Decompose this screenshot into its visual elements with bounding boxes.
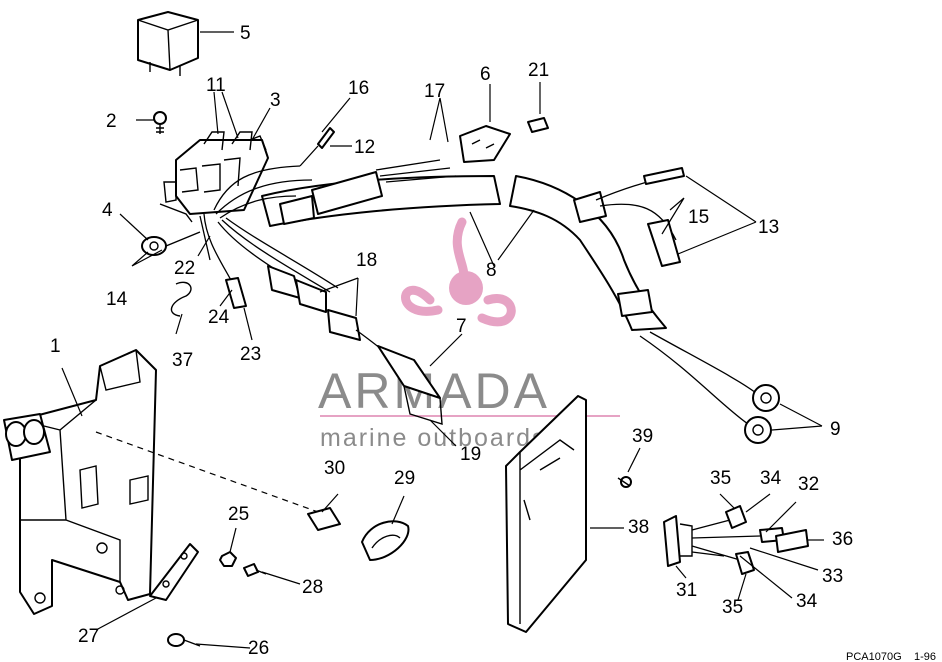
callout-21: 21 [528,60,549,81]
callout-12: 12 [354,137,375,158]
callout-28: 28 [302,577,323,598]
callout-2: 2 [106,111,117,132]
callout-23: 23 [240,344,261,365]
callout-35-bottom: 35 [722,597,743,618]
callout-22: 22 [174,258,195,279]
callout-30: 30 [324,458,345,479]
bracket-plate-part [149,543,199,601]
screw-39-part [617,476,632,488]
callout-7: 7 [456,316,467,337]
callout-27: 27 [78,626,99,647]
callout-18: 18 [356,250,377,271]
nut-part [219,551,237,567]
callout-15: 15 [688,207,709,228]
callout-26: 26 [248,638,269,659]
leader-lines [61,31,824,649]
callout-24: 24 [208,307,230,328]
callout-17: 17 [424,81,445,102]
callout-16: 16 [348,78,369,99]
callout-31: 31 [676,580,697,601]
callout-19: 19 [460,444,481,465]
connector-block-part [459,125,511,163]
callout-35-top: 35 [710,468,731,489]
callout-34-top: 34 [760,468,782,489]
key-switch-part [141,231,201,256]
callout-13: 13 [758,217,779,238]
battery-cable-part [509,167,780,444]
callout-25: 25 [228,504,249,525]
cover-part [361,520,410,561]
screw-28-part [243,563,267,577]
screw-part [153,111,167,134]
electrical-cover-part [505,395,587,633]
callout-5: 5 [240,23,251,44]
spring-clip-part [170,281,192,317]
callout-34-bottom: 34 [796,591,818,612]
drawing-date: 1-96 [914,651,936,662]
screw-26-part [167,633,201,647]
callout-4: 4 [102,200,113,221]
callout-labels: 5 11 3 2 16 12 17 6 21 4 14 22 24 23 37 … [50,23,853,659]
plug-connector-part [663,505,809,575]
callout-9: 9 [830,419,841,440]
callout-1: 1 [50,336,61,357]
callout-8: 8 [486,260,497,281]
callout-36: 36 [832,529,853,550]
callout-38: 38 [628,517,649,538]
callout-29: 29 [394,468,415,489]
watermark-subtitle: marine outboards [320,424,547,452]
wire-harness-part [199,127,501,425]
callout-32: 32 [798,474,819,495]
terminal-block-part [159,131,269,223]
callout-39: 39 [632,426,653,447]
clip-part [527,117,549,133]
callout-14: 14 [106,289,128,310]
callout-37: 37 [172,350,193,371]
drawing-code: PCA1070G [846,651,902,662]
fuse-part [307,507,341,531]
callout-6: 6 [480,64,491,85]
mounting-bracket-part [3,349,157,615]
callout-3: 3 [270,90,281,111]
relay-part [137,11,199,76]
callout-11: 11 [206,75,226,96]
propeller-icon [401,217,516,327]
callout-33: 33 [822,566,843,587]
